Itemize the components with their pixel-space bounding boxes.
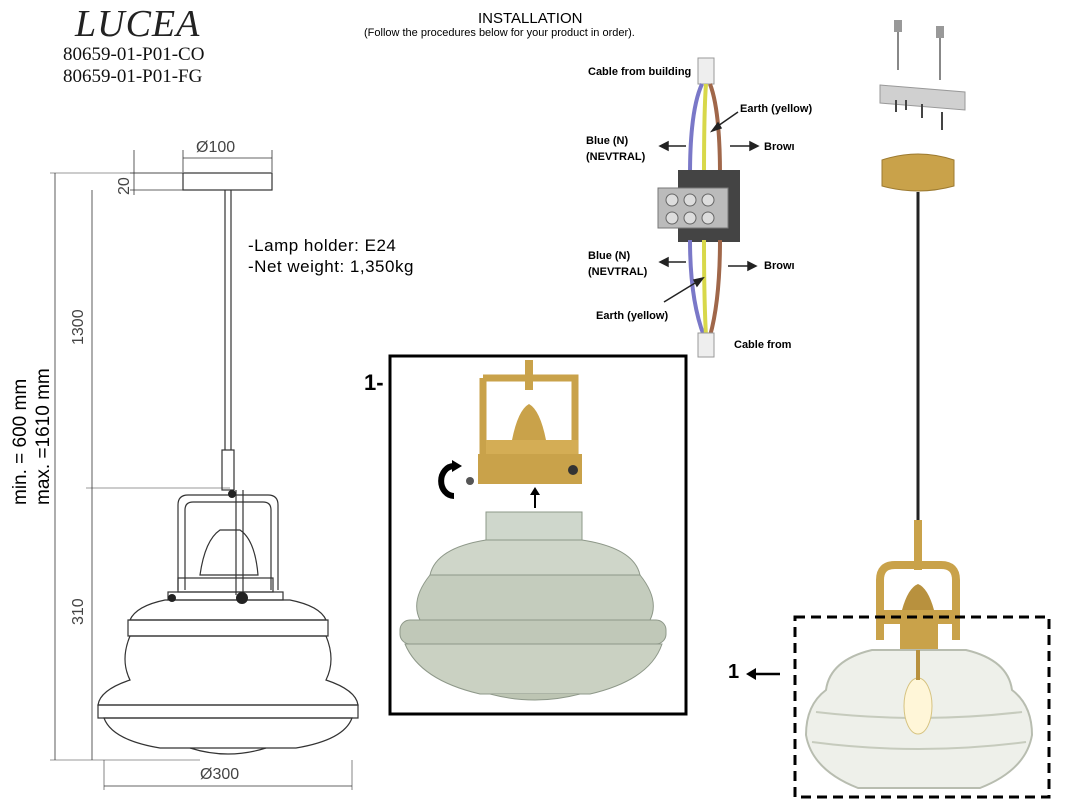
earth-top-label: Earth (yellow) xyxy=(740,103,813,115)
canopy-diameter-label: Ø100 xyxy=(196,139,236,156)
blue-top-label: Blue (N) xyxy=(586,135,629,147)
cable-from-building-top-label: Cable from building xyxy=(588,66,692,78)
step-1-photo-label: 1 xyxy=(728,661,740,683)
brown-top-label: Browı xyxy=(764,141,795,153)
step-1-inset-label: 1- xyxy=(364,370,384,395)
neutral-bottom-label: (NEVTRAL) xyxy=(588,266,648,278)
shade-diameter-label: Ø300 xyxy=(200,766,240,783)
cable-from-bottom-label: Cable from xyxy=(734,339,792,351)
installation-subtitle: (Follow the procedures below for your pr… xyxy=(364,27,635,39)
brand-name: LUCEA xyxy=(75,3,201,45)
brown-bottom-label: Browı xyxy=(764,260,795,272)
installation-title: INSTALLATION xyxy=(478,10,583,27)
lamp-holder-spec: -Lamp holder: E24 xyxy=(248,236,397,255)
blue-bottom-label: Blue (N) xyxy=(588,250,631,262)
model-number-2: 80659-01-P01-FG xyxy=(63,66,203,87)
model-number-1: 80659-01-P01-CO xyxy=(63,44,205,65)
neutral-top-label: (NEVTRAL) xyxy=(586,151,646,163)
earth-bottom-label: Earth (yellow) xyxy=(596,310,669,322)
net-weight-spec: -Net weight: 1,350kg xyxy=(248,257,414,276)
